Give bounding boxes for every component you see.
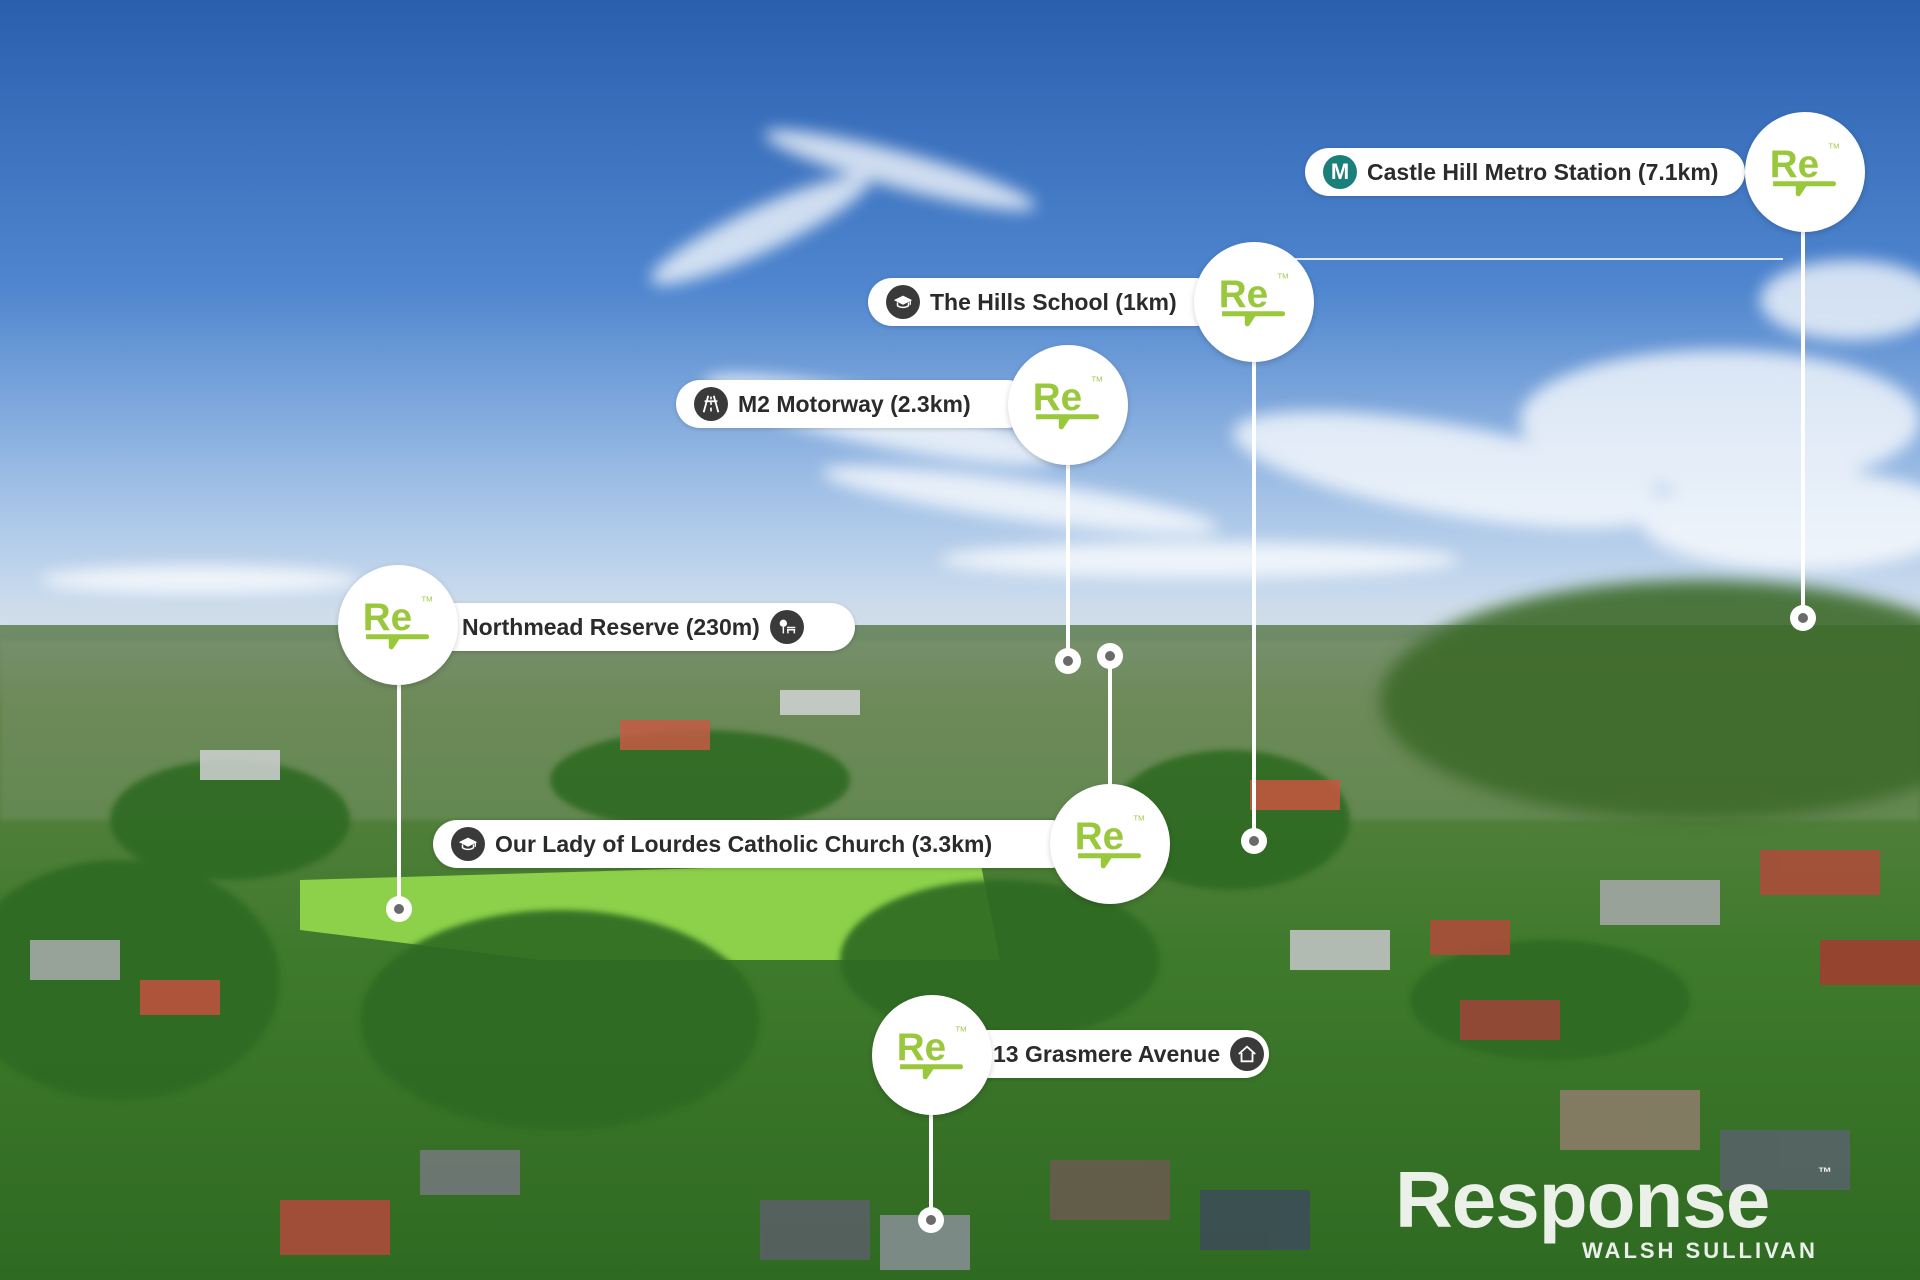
graduation-cap-icon xyxy=(886,285,920,319)
our-lady-label-text: Our Lady of Lourdes Catholic Church (3.3… xyxy=(495,830,993,857)
northmead-reserve-label[interactable]: Northmead Reserve (230m) xyxy=(400,603,855,651)
m2-motorway-label-text: M2 Motorway (2.3km) xyxy=(738,390,971,417)
castle-hill-horizontal-line xyxy=(1295,258,1783,260)
svg-text:TM: TM xyxy=(1092,374,1103,383)
svg-text:Re: Re xyxy=(363,596,412,639)
northmead-reserve-label-text: Northmead Reserve (230m) xyxy=(462,613,760,640)
svg-text:Re: Re xyxy=(1770,143,1819,186)
hills-school-leader-line xyxy=(1252,360,1256,835)
hills-school-label-text: The Hills School (1km) xyxy=(930,288,1177,315)
brand-subtitle: WALSH SULLIVAN xyxy=(1582,1238,1818,1263)
castle-hill-location-dot xyxy=(1790,605,1816,631)
hills-school-location-dot xyxy=(1241,828,1267,854)
re-logo-badge-icon: Re TM xyxy=(338,565,458,685)
m2-motorway-leader-line xyxy=(1066,460,1070,660)
svg-text:TM: TM xyxy=(1829,141,1840,150)
svg-text:Re: Re xyxy=(1219,273,1268,316)
response-walsh-sullivan-logo: Response ™ WALSH SULLIVAN xyxy=(1395,1160,1835,1270)
castle-hill-label-text: Castle Hill Metro Station (7.1km) xyxy=(1367,158,1719,185)
our-lady-label[interactable]: Our Lady of Lourdes Catholic Church (3.3… xyxy=(433,820,1075,868)
svg-text:TM: TM xyxy=(1278,271,1289,280)
our-lady-leader-line xyxy=(1108,655,1112,795)
northmead-reserve-location-dot xyxy=(386,896,412,922)
m2-motorway-location-dot xyxy=(1055,648,1081,674)
re-logo-badge-icon: Re TM xyxy=(1194,242,1314,362)
brand-wordmark: Response xyxy=(1395,1155,1770,1244)
grasmere-label-text: 13 Grasmere Avenue xyxy=(993,1040,1221,1067)
m2-motorway-label[interactable]: M2 Motorway (2.3km) xyxy=(676,380,1031,428)
northmead-reserve-leader-line xyxy=(397,685,401,910)
hills-school-label[interactable]: The Hills School (1km) xyxy=(868,278,1220,326)
re-logo-badge-icon: Re TM xyxy=(1050,784,1170,904)
our-lady-location-dot xyxy=(1097,643,1123,669)
castle-hill-label[interactable]: M Castle Hill Metro Station (7.1km) xyxy=(1305,148,1745,196)
svg-text:Re: Re xyxy=(1075,815,1124,858)
re-logo-badge-icon: Re TM xyxy=(1745,112,1865,232)
graduation-cap-icon xyxy=(451,827,485,861)
park-bench-icon xyxy=(769,610,804,644)
svg-text:TM: TM xyxy=(422,594,433,603)
svg-text:TM: TM xyxy=(956,1024,967,1033)
svg-text:TM: TM xyxy=(1134,813,1145,822)
re-logo-badge-icon: Re TM xyxy=(1008,345,1128,465)
re-logo-badge-icon: Re TM xyxy=(872,995,992,1115)
motorway-icon xyxy=(694,387,728,421)
grasmere-leader-line xyxy=(929,1095,933,1220)
grasmere-location-dot xyxy=(918,1207,944,1233)
house-icon xyxy=(1230,1037,1265,1071)
svg-text:Re: Re xyxy=(1033,376,1082,419)
castle-hill-leader-line xyxy=(1801,225,1805,615)
brand-trademark: ™ xyxy=(1818,1164,1832,1180)
metro-icon: M xyxy=(1323,155,1357,189)
svg-text:Re: Re xyxy=(897,1026,946,1069)
